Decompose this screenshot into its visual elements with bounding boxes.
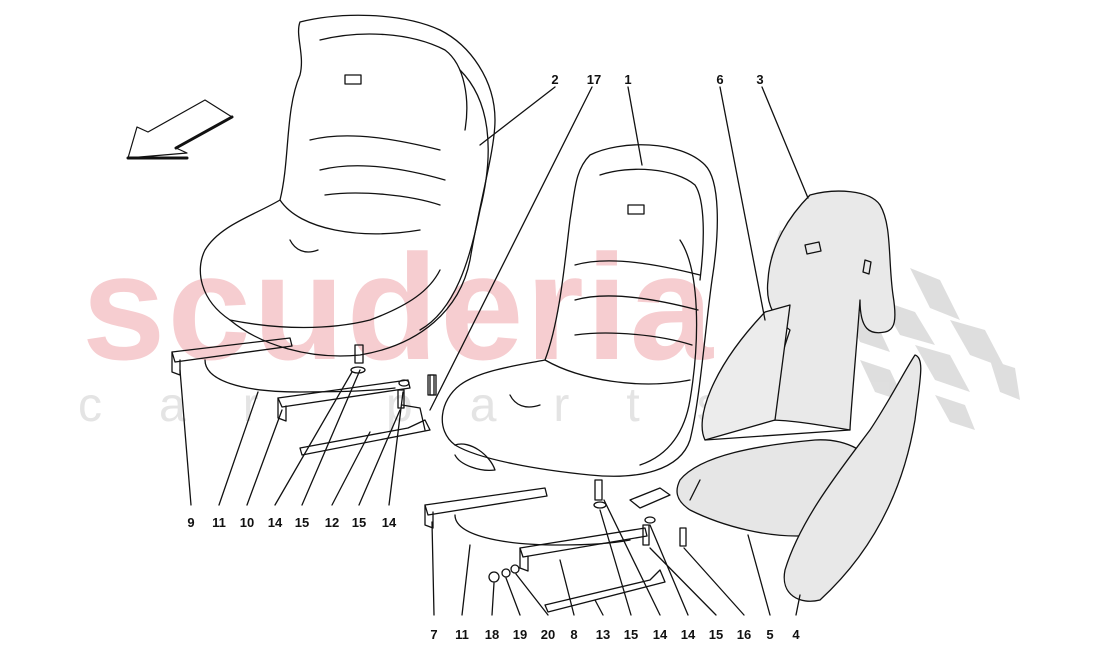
callout-6: 6 — [716, 72, 724, 87]
seat-left — [199, 14, 496, 357]
seat-middle — [441, 144, 718, 477]
callout-17: 17 — [586, 72, 602, 87]
callout-15: 15 — [294, 515, 310, 530]
callout-15: 15 — [708, 627, 724, 642]
callout-14: 14 — [652, 627, 668, 642]
callout-20: 20 — [540, 627, 556, 642]
callout-19: 19 — [512, 627, 528, 642]
callout-11: 11 — [455, 627, 469, 642]
callout-11: 11 — [212, 515, 226, 530]
rails-middle — [424, 374, 745, 616]
callout-10: 10 — [239, 515, 255, 530]
callout-15: 15 — [623, 627, 639, 642]
callout-18: 18 — [484, 627, 500, 642]
callout-5: 5 — [766, 627, 774, 642]
callout-3: 3 — [756, 72, 764, 87]
callout-1: 1 — [624, 72, 632, 87]
callout-7: 7 — [430, 627, 438, 642]
callout-2: 2 — [551, 72, 559, 87]
front-direction-arrow-icon — [126, 99, 234, 160]
seat-right-upholstery — [676, 190, 922, 602]
callout-14: 14 — [680, 627, 696, 642]
callout-9: 9 — [187, 515, 195, 530]
callout-14: 14 — [267, 515, 283, 530]
brand-watermark: scuderia — [82, 223, 715, 391]
callout-4: 4 — [792, 627, 800, 642]
callout-8: 8 — [570, 627, 578, 642]
rails-left — [171, 337, 435, 506]
callout-16: 16 — [736, 627, 752, 642]
callout-14: 14 — [381, 515, 397, 530]
callout-13: 13 — [595, 627, 611, 642]
callout-12: 12 — [324, 515, 340, 530]
callout-15: 15 — [351, 515, 367, 530]
